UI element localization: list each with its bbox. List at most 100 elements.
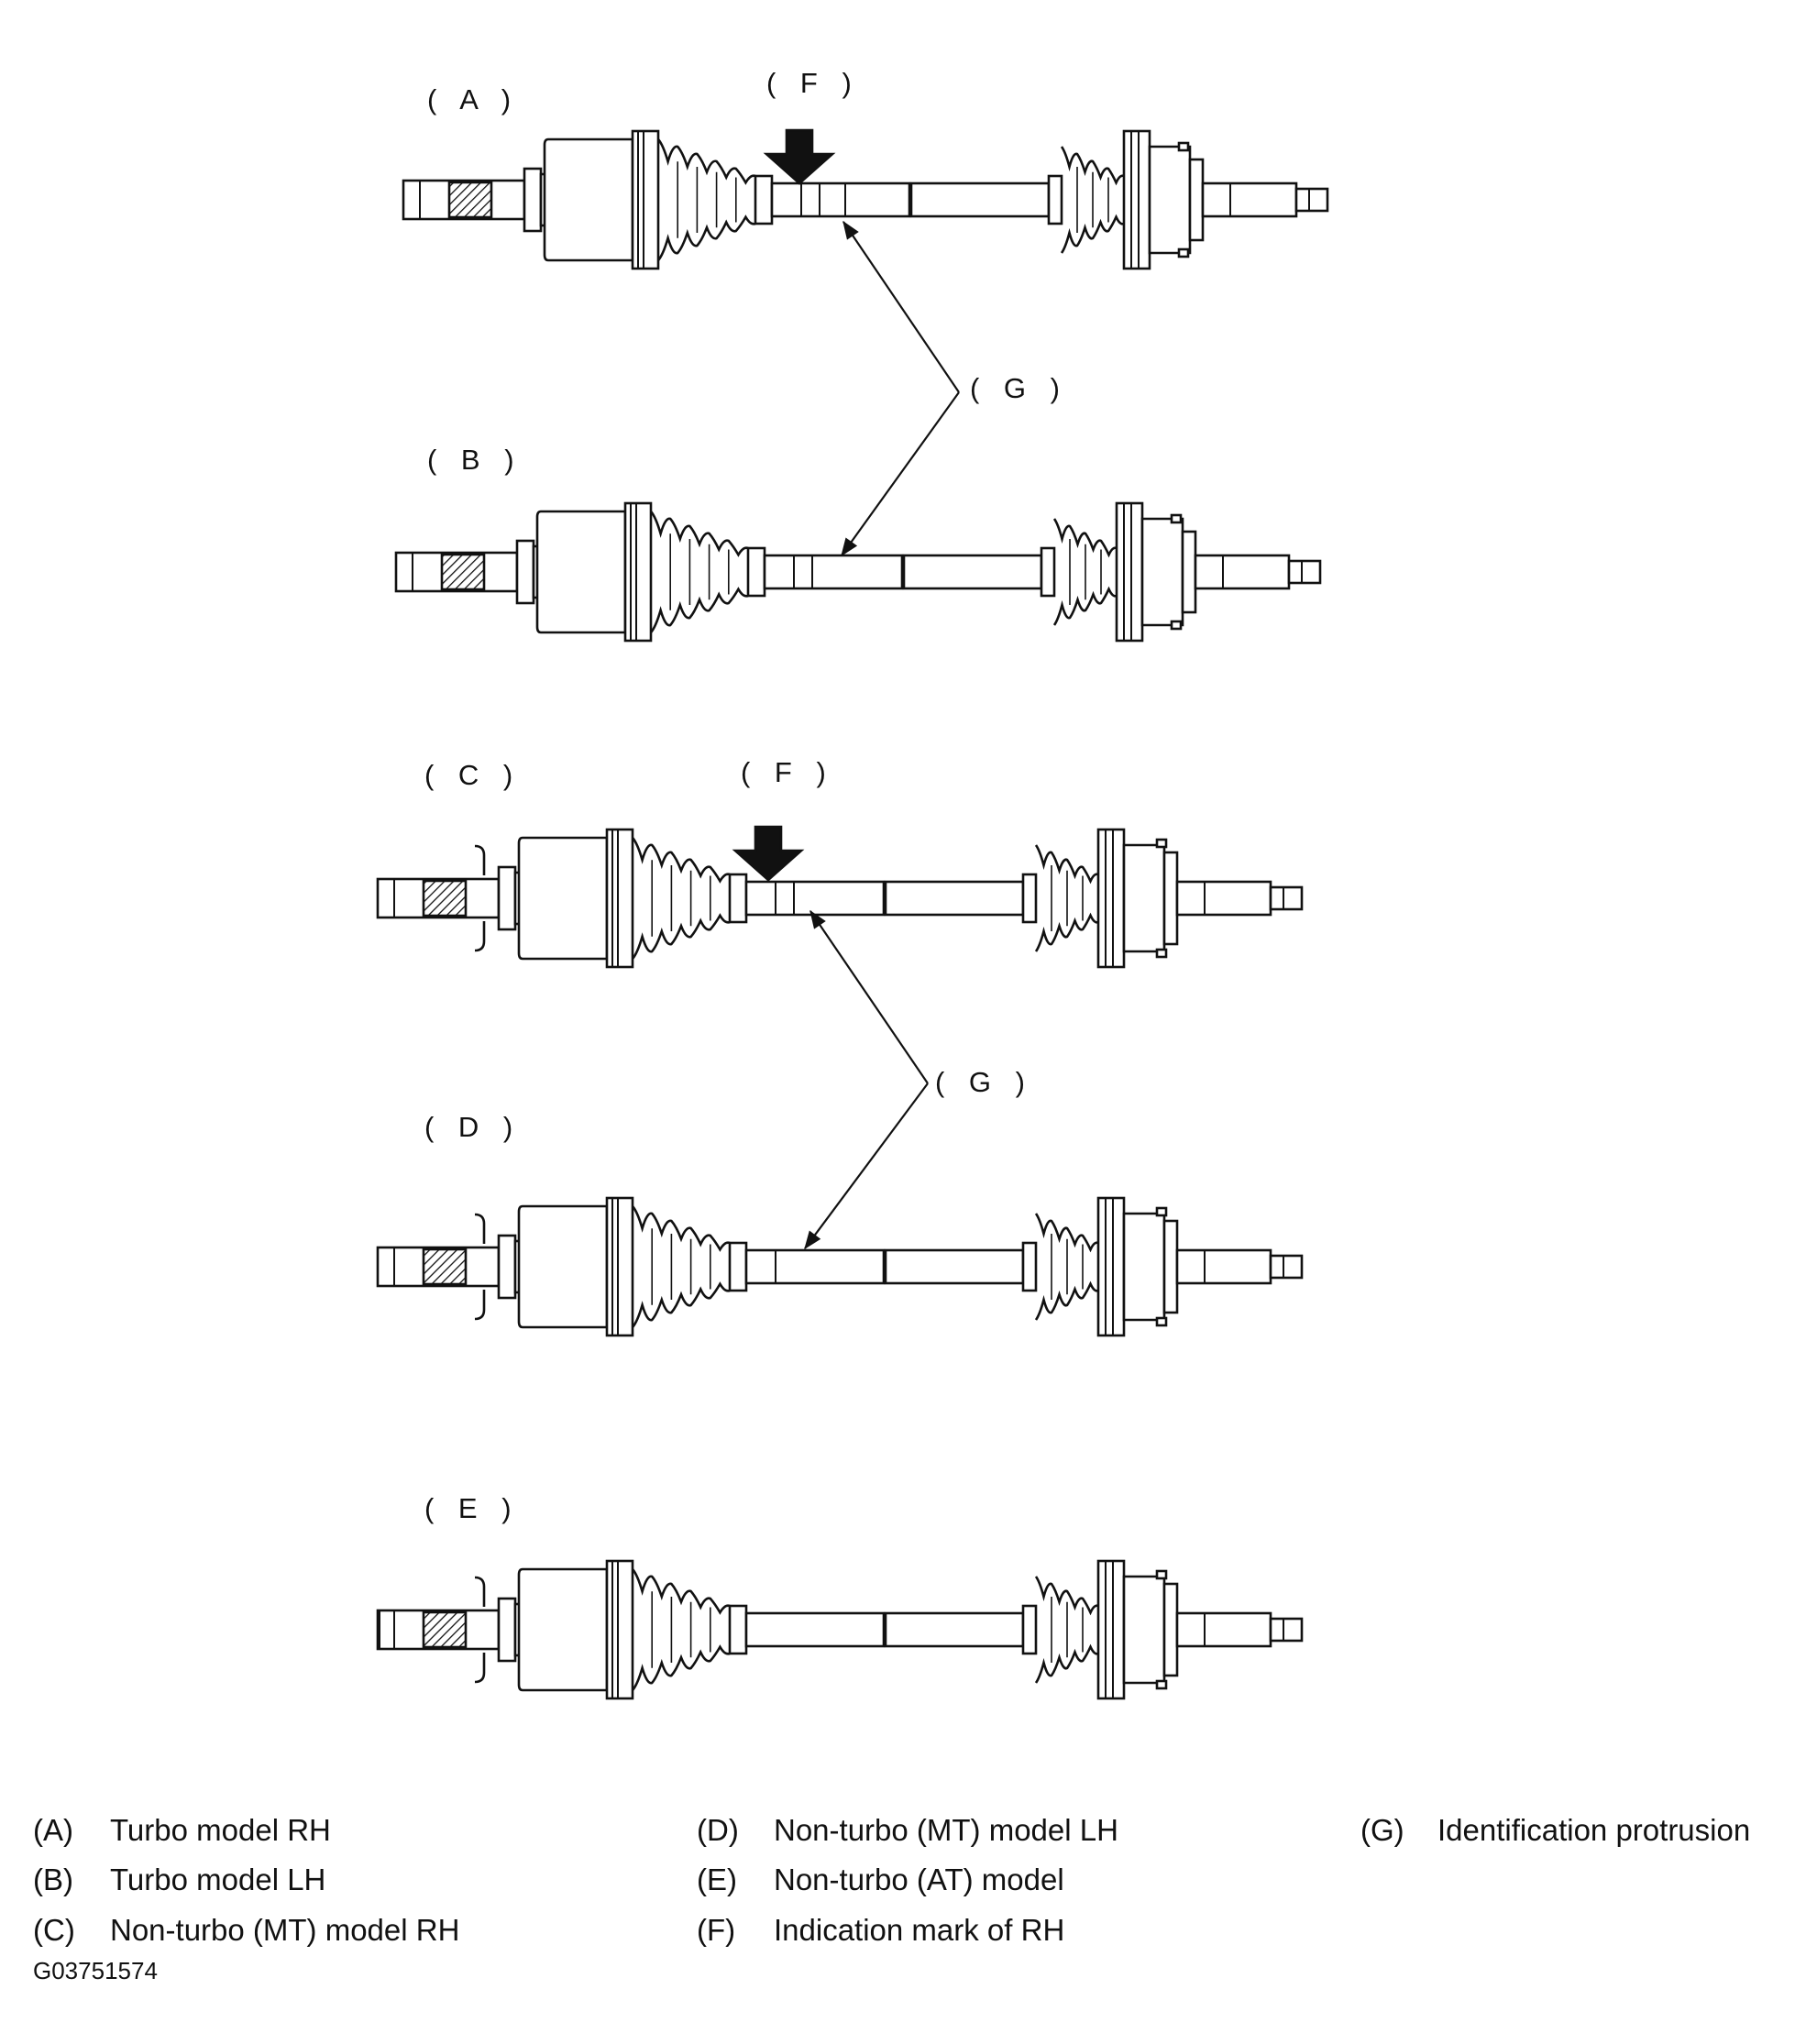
housing-step [1181, 530, 1197, 614]
legend-text: Identification protrusion [1437, 1813, 1751, 1847]
housing-band [623, 501, 653, 643]
joint-band [1096, 1559, 1126, 1700]
caption-b: ( B ) [427, 444, 523, 476]
right-boot-bottom [1034, 1643, 1099, 1684]
left-boot-top [656, 138, 756, 185]
tab-bottom [1177, 247, 1190, 258]
boot-clamp [746, 546, 766, 598]
boot-clamp [728, 1241, 748, 1292]
g-leader-c-head [809, 909, 826, 929]
inner-housing [1148, 145, 1192, 255]
left-boot-top [631, 1568, 731, 1615]
legend-code: (D) [697, 1813, 739, 1847]
shaft-right-segment [884, 1248, 1025, 1285]
housing-step [1162, 851, 1179, 946]
right-stub-tip [1269, 1254, 1304, 1280]
bracket [474, 1213, 486, 1321]
tab-bottom [1155, 948, 1168, 959]
spline-hatch [422, 1610, 468, 1649]
legend-text: Indication mark of RH [774, 1913, 1065, 1947]
legend-text: Non-turbo (MT) model RH [110, 1913, 460, 1947]
callout-g-label-bottom: ( G ) [935, 1066, 1033, 1098]
legend-text: Non-turbo (MT) model LH [774, 1813, 1118, 1847]
right-boot-top [1060, 146, 1125, 186]
collar [497, 1234, 517, 1300]
outer-housing [543, 137, 634, 262]
inner-housing [1140, 517, 1184, 627]
f-arrow-bottom [732, 825, 805, 882]
housing-band [605, 1196, 634, 1337]
shaft-right-segment [884, 1611, 1025, 1648]
drive-shaft-c [376, 828, 1304, 969]
drive-shaft-b [394, 501, 1322, 643]
right-boot-bottom [1060, 214, 1125, 254]
housing-band [605, 1559, 634, 1700]
g-leader-c [809, 910, 929, 1084]
left-boot-bottom [631, 1644, 731, 1691]
boot-clamp-right [1040, 546, 1056, 598]
tab-bottom [1155, 1679, 1168, 1690]
figure-id: G03751574 [33, 1957, 158, 1984]
tab-top [1177, 141, 1190, 152]
legend-code: (B) [33, 1863, 73, 1896]
shaft-right-segment [884, 880, 1025, 917]
g-leader-b-head [841, 537, 858, 557]
left-boot-top [631, 837, 731, 884]
legend-code: (C) [33, 1913, 75, 1947]
callout-f-label-top: ( F ) [766, 67, 860, 99]
collar [523, 167, 543, 233]
spline-hatch [422, 1247, 468, 1286]
right-stub [1175, 1611, 1272, 1648]
left-boot-top [631, 1205, 731, 1252]
right-stub [1194, 554, 1291, 590]
shaft-left-segment [770, 181, 911, 218]
legend-code: (F) [697, 1913, 736, 1947]
right-boot-bottom [1034, 912, 1099, 952]
boot-clamp [728, 1604, 748, 1655]
right-stub-tip [1269, 1617, 1304, 1643]
joint-band [1096, 1196, 1126, 1337]
boot-clamp-right [1021, 873, 1038, 924]
collar [497, 865, 517, 931]
boot-clamp-right [1047, 174, 1063, 225]
legend-code: (E) [697, 1863, 737, 1896]
shaft-right-segment [909, 181, 1051, 218]
right-boot-top [1052, 518, 1118, 558]
drive-shaft-diagram: ( A ) ( B ) ( C ) ( D ) ( E ) ( F ) ( F … [376, 67, 1329, 1700]
right-boot-bottom [1052, 586, 1118, 626]
tab-top [1155, 1569, 1168, 1580]
housing-step [1162, 1582, 1179, 1677]
left-boot-bottom [631, 1281, 731, 1328]
inner-housing [1122, 1212, 1166, 1322]
shaft-left-segment [744, 1248, 886, 1285]
joint-band [1122, 129, 1151, 270]
left-boot-top [649, 511, 749, 557]
shaft-right-segment [902, 554, 1043, 590]
housing-step [1162, 1219, 1179, 1314]
boot-clamp [754, 174, 774, 225]
right-boot-top [1034, 1213, 1099, 1253]
g-leader-a-head [842, 220, 859, 240]
shaft-left-segment [744, 880, 886, 917]
right-stub-tip [1287, 559, 1322, 585]
caption-d: ( D ) [424, 1111, 522, 1143]
diagram-canvas [376, 128, 1329, 1700]
inner-housing [1122, 843, 1166, 953]
tab-top [1155, 1206, 1168, 1217]
left-boot-bottom [656, 214, 756, 261]
spline-hatch [440, 553, 486, 591]
tab-bottom [1155, 1316, 1168, 1327]
housing-step [1188, 158, 1205, 242]
joint-band [1096, 828, 1126, 969]
tab-top [1155, 838, 1168, 849]
shaft-left-segment [763, 554, 904, 590]
outer-housing [535, 510, 627, 634]
right-boot-top [1034, 1576, 1099, 1616]
boot-clamp [728, 873, 748, 924]
g-leader-d [804, 1082, 929, 1249]
spline-hatch [447, 181, 493, 219]
housing-band [605, 828, 634, 969]
joint-band [1115, 501, 1144, 643]
outer-housing [517, 836, 609, 961]
housing-band [631, 129, 660, 270]
